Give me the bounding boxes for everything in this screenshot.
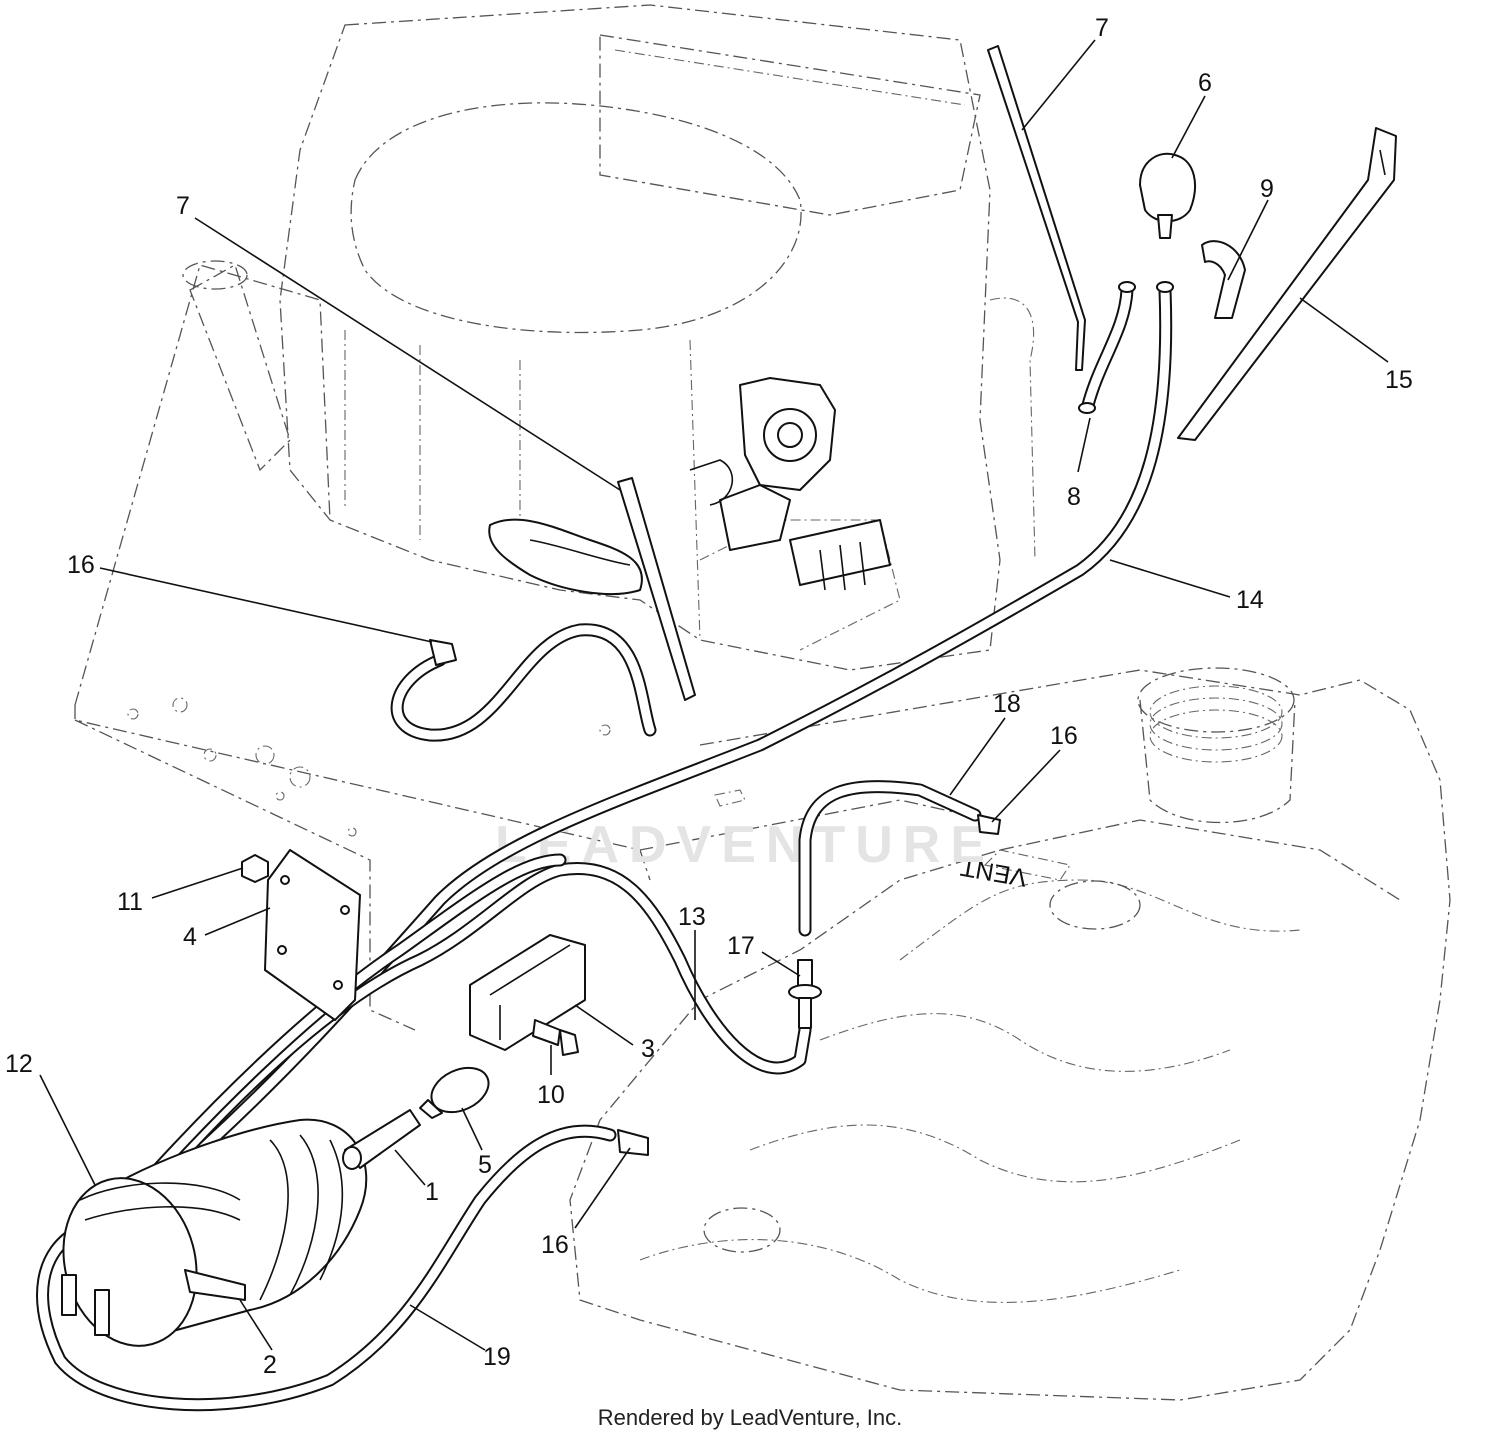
hoses — [36, 283, 1173, 1412]
callout-1: 1 — [425, 1178, 439, 1206]
rollover-valve — [1139, 152, 1196, 239]
engine-outline — [182, 4, 1036, 671]
callout-2: 2 — [263, 1351, 277, 1379]
elbow-fitting — [1201, 240, 1246, 319]
callout-9: 9 — [1260, 175, 1274, 203]
cable-tie-left — [617, 477, 696, 701]
callout-16-tank: 16 — [1050, 722, 1078, 750]
callout-16-engine: 16 — [67, 551, 95, 579]
callout-4: 4 — [183, 923, 197, 951]
mount-plate — [264, 849, 361, 1021]
bolt — [532, 1019, 579, 1056]
callout-7-top: 7 — [1095, 14, 1109, 42]
callout-7-left: 7 — [176, 192, 190, 220]
callout-5: 5 — [478, 1151, 492, 1179]
render-credit: Rendered by LeadVenture, Inc. — [597, 1405, 903, 1430]
callout-11: 11 — [117, 888, 143, 916]
callout-19: 19 — [483, 1343, 511, 1371]
cable-tie-top — [987, 45, 1086, 371]
callout-12: 12 — [5, 1050, 33, 1078]
fuel-tank-outline — [569, 667, 1451, 1401]
canister-strap — [184, 1269, 246, 1301]
frame-outline — [74, 264, 991, 1031]
callout-16-canister: 16 — [541, 1231, 569, 1259]
callout-17: 17 — [727, 932, 755, 960]
filter — [419, 1066, 490, 1119]
hose-strap — [1177, 127, 1397, 441]
callout-10: 10 — [537, 1081, 565, 1109]
hose-clamp — [617, 1129, 649, 1156]
engine-wiring — [488, 459, 734, 596]
hose-clamp — [429, 639, 457, 666]
lock-nut — [241, 854, 269, 883]
callout-13: 13 — [678, 903, 706, 931]
fuel-pump — [719, 377, 891, 591]
canister-bracket — [469, 934, 586, 1051]
callout-6: 6 — [1198, 69, 1212, 97]
callout-18: 18 — [993, 690, 1021, 718]
inline-fitting — [788, 959, 822, 1029]
callout-3: 3 — [641, 1035, 655, 1063]
callout-8: 8 — [1067, 483, 1081, 511]
callout-15: 15 — [1385, 366, 1413, 394]
callout-labels: 7 7 6 9 15 8 16 14 18 16 11 4 13 17 3 10… — [5, 14, 1413, 1379]
callout-14: 14 — [1236, 586, 1264, 614]
hose-segment — [342, 1109, 421, 1170]
leader-lines — [39, 39, 1389, 1351]
carbon-canister — [61, 1118, 368, 1347]
